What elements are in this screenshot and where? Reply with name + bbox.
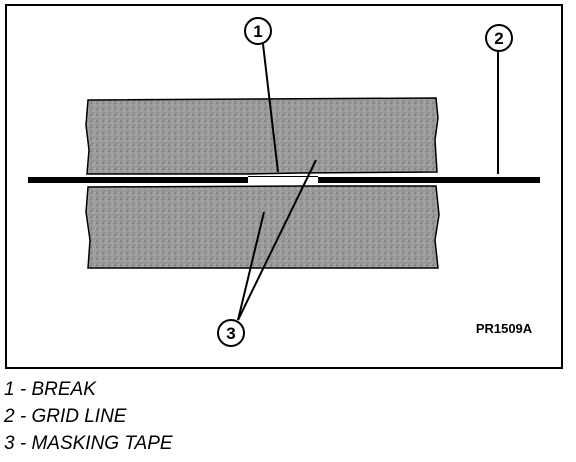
legend-item-grid-line: 2 - GRID LINE xyxy=(4,406,127,427)
figure-reference-code: PR1509A xyxy=(476,321,533,336)
callout-3-leader-a xyxy=(237,159,317,321)
callout-1-label: 1 xyxy=(253,22,262,41)
grid-line-left xyxy=(28,177,248,183)
grid-line-right xyxy=(318,177,540,183)
callout-3-circle xyxy=(217,319,245,347)
diagram-frame: 1 2 3 PR1509A xyxy=(5,4,563,369)
callout-1-circle xyxy=(244,17,272,45)
legend-item-masking-tape: 3 - MASKING TAPE xyxy=(4,433,173,454)
break-gap xyxy=(248,176,318,184)
legend-item-break: 1 - BREAK xyxy=(4,379,96,400)
masking-tape-upper xyxy=(85,97,439,175)
callout-1-leader xyxy=(262,43,279,173)
callout-3-label: 3 xyxy=(226,324,235,343)
masking-tape-lower xyxy=(85,185,440,269)
callout-3-leader-b xyxy=(237,211,265,321)
callout-2-label: 2 xyxy=(494,29,503,48)
legend: 1 - BREAK 2 - GRID LINE 3 - MASKING TAPE xyxy=(4,376,564,457)
